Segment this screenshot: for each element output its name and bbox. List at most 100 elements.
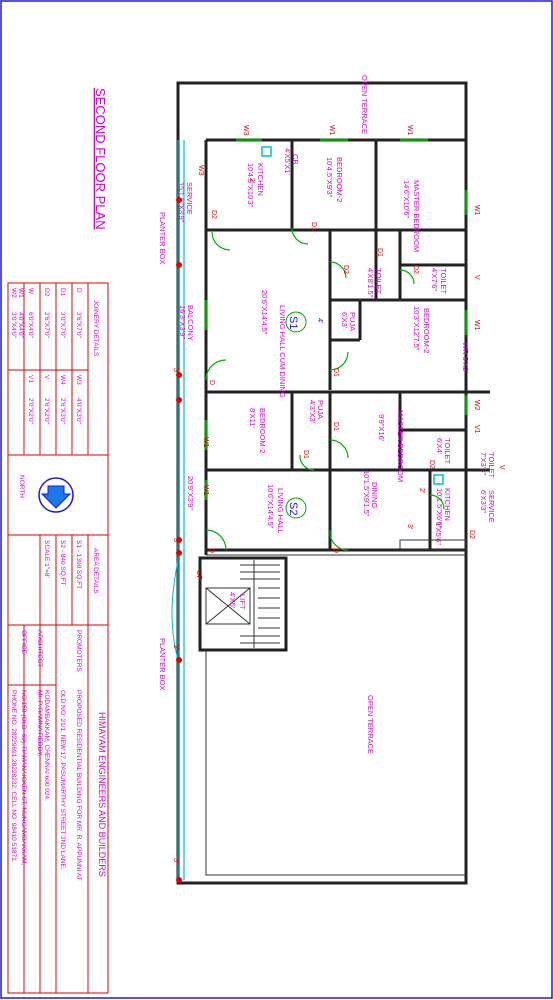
s2-marker	[285, 497, 307, 519]
stair-up-label: UP	[195, 570, 204, 580]
joinery-row-1-b: W4	[59, 375, 66, 385]
cb-label: CB	[291, 154, 300, 164]
planter-box-label: PLANTER BOX	[158, 638, 167, 691]
door-tag-d1: D1	[302, 450, 309, 459]
balcony-size: 16'3"X3'9"	[178, 305, 187, 339]
window-tag-w2: W2	[473, 400, 480, 411]
window-tag-w3: W3	[197, 165, 204, 176]
open-terrace-label: OPEN TERRACE	[360, 75, 369, 134]
area-s1: S1 - 1390 SQ.FT	[75, 540, 82, 589]
door-tag-d2: D2	[412, 265, 419, 274]
door-tag-d2: D2	[342, 265, 349, 274]
window-tag-w1: W1	[202, 485, 209, 496]
service-size: 15'1.5"X3'9"	[177, 182, 186, 223]
joinery-row-2: D2	[43, 288, 50, 297]
dim-2-label: 2'	[172, 645, 179, 650]
architect-label: ARCHITECT	[36, 630, 43, 667]
kitchen-label: KITCHEN	[443, 488, 452, 521]
joinery-row-1-bdim: 2'6"X3'0"	[59, 398, 66, 425]
dim-3-label: 3'	[172, 858, 179, 863]
joinery-row-1: D1	[59, 288, 66, 297]
master-bedroom-size: 14'6"X10'6"	[402, 180, 411, 219]
vent-tag-v: V	[473, 275, 480, 280]
toilet-size: 4'X8'1.5"	[366, 268, 375, 298]
service-size: 6'X3'3"	[479, 490, 488, 513]
living-hall-size: 10'6"X14'4.5"	[266, 484, 275, 529]
door-swings	[205, 227, 445, 551]
proposal-line3: KODAMBAKKAM, CHENNAI 600 024.	[43, 690, 50, 801]
ext-dim-label: 1'X5'6"	[434, 522, 443, 545]
north-label: NORTH	[18, 475, 25, 498]
window-tag-w1: W1	[202, 437, 209, 448]
bedroom2-size: 8'X11'	[248, 408, 257, 428]
door-tag-d2: D2	[468, 530, 475, 539]
joinery-row-0-dim: 3'6"X7'0"	[75, 312, 82, 339]
dim-3-label: 3'	[406, 524, 413, 529]
door-tag-d: D	[332, 548, 339, 553]
area-s2: S2 - 840 SQ.FT	[59, 540, 66, 586]
master-bedroom-size: 9'9"X16'	[377, 414, 386, 442]
promoters-label: PROMOTERS	[75, 630, 82, 673]
dim-3-label: 3'	[172, 368, 179, 373]
living-hall-ext-size: 20'9"X3'9"	[186, 476, 195, 510]
planter-box-band	[171, 140, 185, 883]
bedroom2-size: 10'3"X12'7.5"	[412, 306, 421, 351]
office-label: OFFICE	[20, 630, 27, 654]
dim-4-label: 4'	[316, 318, 325, 324]
vent-tag-v1: V1	[473, 425, 480, 434]
open-terrace-label: OPEN TERRACE	[366, 695, 375, 754]
joinery-row-0-b: W3	[75, 375, 82, 385]
kitchen-size: 10'4.5"X10'3"	[246, 163, 255, 208]
door-tag-d2: D2	[428, 460, 435, 469]
architect-name: Mr. P. RAMNA REDDY,	[36, 690, 43, 757]
joinery-row-4: W1	[17, 288, 24, 298]
dining-size: 10'1.5"X9'1.5"	[362, 470, 371, 517]
firm-name: HIMAYAM ENGINEERS AND BUILDERS	[97, 712, 107, 877]
joinery-row-5: W2	[10, 288, 17, 298]
bedroom2-size: 10'4.5"X9'3"	[325, 157, 334, 198]
joinery-row-3: W	[27, 288, 34, 295]
door-tag-d2: D2	[210, 210, 217, 219]
cb-size: 4'X5'X1'	[283, 148, 292, 175]
s1-marker	[285, 311, 307, 333]
joinery-row-4-dim: 4'0"X4'0"	[17, 312, 24, 339]
planter-box-label: PLANTER BOX	[158, 212, 167, 265]
lift-label: LIFT	[238, 594, 247, 610]
toilet-size: 7'X3'3"	[479, 452, 488, 475]
joinery-title: JOINERY DETAILS	[92, 300, 99, 357]
bedroom2-label: BEDROOM-2	[422, 308, 431, 353]
s1-label: S1	[287, 316, 299, 329]
kitchen-sink-icon	[261, 146, 272, 157]
living-hall-label: LIVING HALL CUM DINING	[278, 305, 287, 398]
living-hall-size: 20'6"X14'4.5"	[260, 290, 269, 335]
puja-label: PUJA	[348, 312, 357, 331]
door-tag-d1: D1	[332, 422, 339, 431]
window-tag-w1: W1	[473, 320, 480, 331]
plan-title: SECOND FLOOR PLAN	[93, 88, 108, 230]
toilet-label: TOILET	[443, 438, 452, 465]
joinery-row-1-dim: 3'0"X7'0"	[59, 312, 66, 339]
puja-label: PUJA	[316, 400, 325, 419]
proposal-line2: OLD NO: 21/1, NEW:17, PASUMARTHY STREET …	[59, 690, 66, 870]
joinery-row-2-bdim: 2'6"X2'0"	[43, 398, 50, 425]
north-arrow-icon	[38, 477, 74, 513]
office-line2: PHONE NO. 28229691,28228232, CELL NO. 98…	[10, 690, 17, 863]
door-tag-d1: D1	[310, 222, 317, 231]
window-marks	[204, 138, 468, 500]
service-label: SERVICE	[487, 490, 496, 523]
toilet-size: 6'X4'	[435, 438, 444, 455]
vent-tag-v: V	[498, 465, 505, 470]
window-tag-w3: W3	[242, 125, 249, 136]
dim-2-label: 2'	[418, 488, 425, 493]
toilet-size: 4'X7'6"	[430, 268, 439, 291]
bedroom2-label: BEDROOM-2	[335, 157, 344, 202]
dim-2-label: 2'	[248, 178, 255, 183]
window-tag-w1: W1	[406, 125, 413, 136]
joinery-row-0-bdim: 4'0"X3'0"	[75, 398, 82, 425]
joinery-row-2-b: V	[43, 375, 50, 380]
window-tag-w1: W1	[473, 205, 480, 216]
door-tag-d: D	[208, 380, 215, 385]
joinery-row-5-dim: 3'0"X4'0"	[10, 312, 17, 339]
joinery-row-2-dim: 2'6"X7'0"	[43, 312, 50, 339]
